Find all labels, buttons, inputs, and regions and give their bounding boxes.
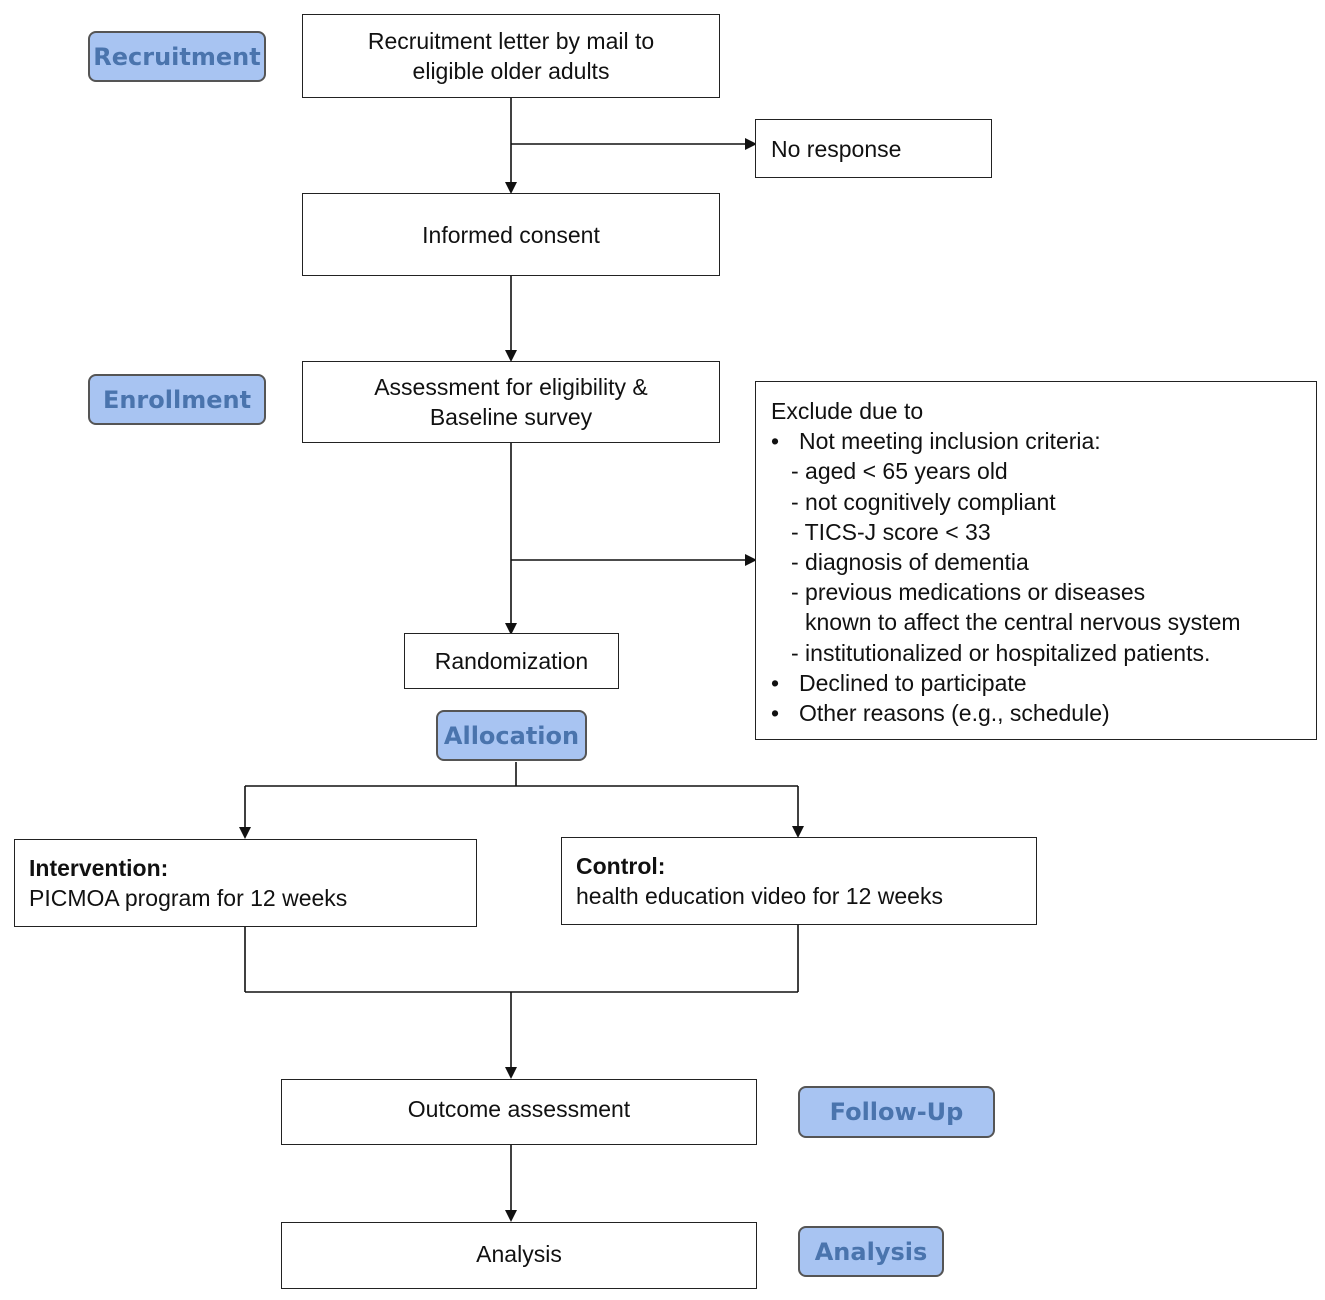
assessment-box: Assessment for eligibility & Baseline su… [302, 361, 720, 443]
assessment-line-1: Assessment for eligibility & [374, 374, 648, 400]
exclusion-subitem: - TICS-J score < 33 [791, 518, 991, 545]
exclusion-item-label: Not meeting inclusion criteria: [799, 428, 1101, 455]
informed-consent-label: Informed consent [422, 221, 600, 248]
recruitment-line-2: eligible older adults [412, 58, 610, 84]
exclusion-item-label: Declined to participate [799, 669, 1027, 696]
bullet-icon: • [771, 428, 780, 455]
analysis-box: Analysis [281, 1222, 757, 1289]
no-response-label: No response [771, 135, 902, 162]
intervention-box: Intervention: PICMOA program for 12 week… [14, 839, 477, 927]
exclusion-subitem: - diagnosis of dementia [791, 549, 1029, 576]
exclusion-item: • Declined to participate [771, 668, 1316, 698]
outcome-assessment-label: Outcome assessment [407, 1096, 631, 1122]
bullet-icon: • [771, 669, 780, 696]
control-text: health education video for 12 weeks [576, 883, 943, 909]
exclusion-heading: Exclude due to [771, 398, 924, 424]
no-response-box: No response [755, 119, 992, 178]
stage-recruitment: Recruitment [88, 31, 266, 82]
stage-allocation: Allocation [436, 710, 587, 761]
intervention-text: PICMOA program for 12 weeks [29, 885, 348, 911]
control-title: Control: [576, 853, 666, 879]
exclusion-item-label: Other reasons (e.g., schedule) [799, 700, 1110, 727]
analysis-label: Analysis [476, 1240, 562, 1267]
control-box: Control: health education video for 12 w… [561, 837, 1037, 925]
informed-consent-box: Informed consent [302, 193, 720, 276]
exclusion-subitem: - previous medications or diseases [791, 579, 1146, 606]
exclusion-item: • Other reasons (e.g., schedule) [771, 698, 1316, 728]
exclusion-subitem: - aged < 65 years old [791, 458, 1008, 485]
stage-analysis: Analysis [798, 1226, 944, 1277]
exclusion-subitem-continued: known to affect the central nervous syst… [805, 609, 1241, 636]
recruitment-letter-box: Recruitment letter by mail to eligible o… [302, 14, 720, 98]
exclusion-item: • Not meeting inclusion criteria: [771, 426, 1316, 456]
exclusion-subitem: - not cognitively compliant [791, 488, 1056, 515]
recruitment-line-1: Recruitment letter by mail to [367, 28, 655, 54]
intervention-title: Intervention: [29, 855, 169, 881]
assessment-line-2: Baseline survey [429, 404, 593, 430]
exclusion-subitem: - institutionalized or hospitalized pati… [791, 639, 1211, 666]
bullet-icon: • [771, 700, 780, 727]
stage-enrollment: Enrollment [88, 374, 266, 425]
randomization-label: Randomization [434, 648, 589, 674]
stage-followup: Follow-Up [798, 1086, 995, 1138]
exclusion-box: Exclude due to • Not meeting inclusion cr… [755, 381, 1317, 740]
outcome-assessment-box: Outcome assessment [281, 1079, 757, 1145]
randomization-box: Randomization [404, 633, 619, 689]
